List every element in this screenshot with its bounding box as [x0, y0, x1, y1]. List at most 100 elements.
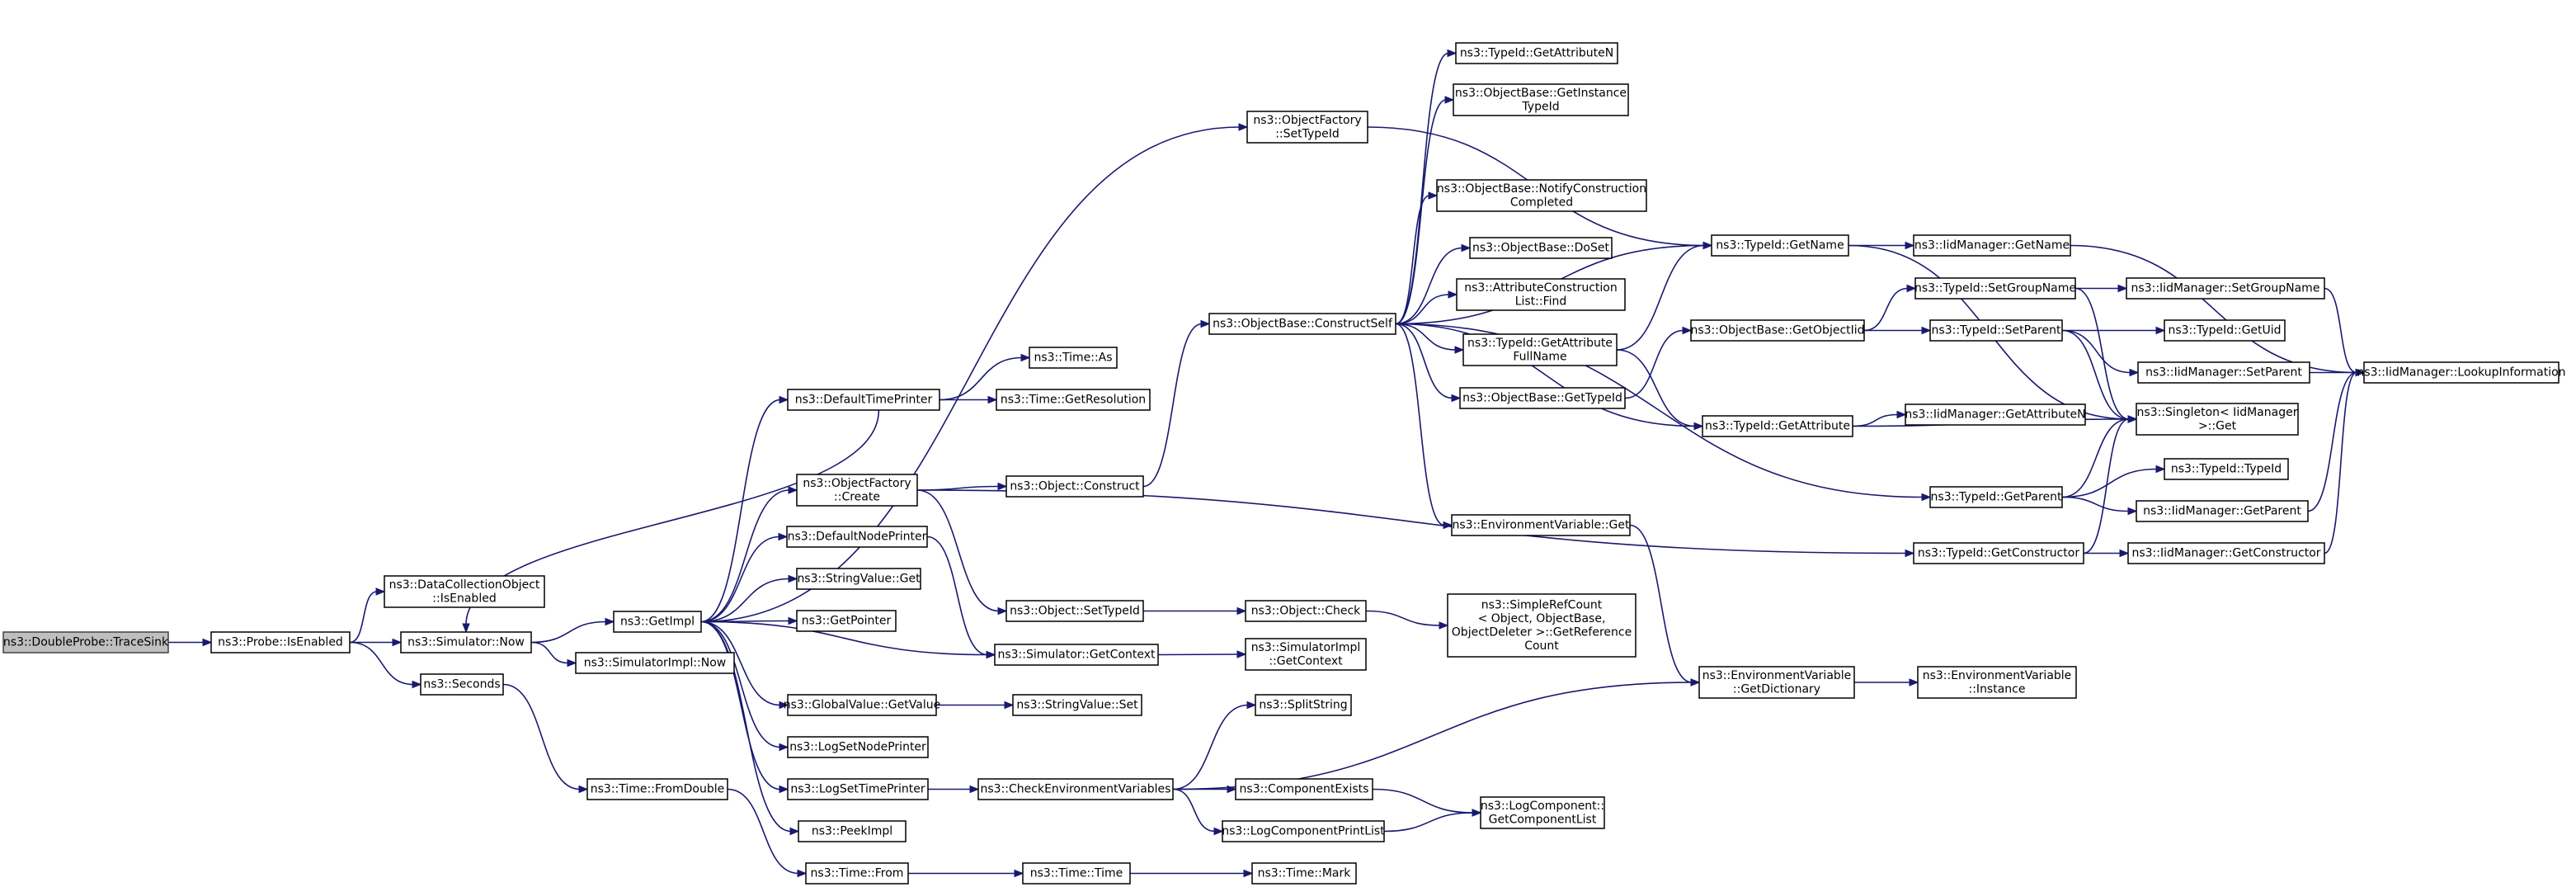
node-ns3-iidmanager-getconstructor[interactable]: ns3::IidManager::GetConstructor	[2127, 542, 2325, 564]
edge-n32-n43	[1383, 809, 1482, 833]
edge-n47-n54	[1854, 678, 1919, 686]
node-ns3-typeid-getparent[interactable]: ns3::TypeId::GetParent	[1929, 486, 2063, 508]
node-box	[2164, 458, 2289, 480]
node-label: ns3::EnvironmentVariable::Get	[1453, 519, 1630, 532]
node-ns3-environmentvariable-getdictionary[interactable]: ns3::EnvironmentVariable::GetDictionary	[1698, 666, 1855, 699]
node-ns3-iidmanager-lookupinformation[interactable]: ns3::IidManager::LookupInformation	[2357, 361, 2566, 384]
node-ns3-typeid-typeid[interactable]: ns3::TypeId::TypeId	[2164, 458, 2289, 480]
node-ns3-stringvalue-get[interactable]: ns3::StringValue::Get	[796, 568, 921, 590]
node-ns3-componentexists[interactable]: ns3::ComponentExists	[1235, 778, 1373, 800]
edge-arrowhead	[789, 827, 800, 836]
edge-arrowhead	[578, 785, 589, 794]
node-ns3-typeid-getattributen[interactable]: ns3::TypeId::GetAttributeN	[1455, 42, 1618, 64]
node-ns3-objectfactory-settypeid[interactable]: ns3::ObjectFactory::SetTypeId	[1246, 111, 1368, 144]
edge-n17-n25	[907, 869, 1024, 878]
node-label: ns3::TypeId::SetGroupName	[1914, 282, 2076, 295]
edge-line	[2070, 244, 2357, 374]
edge-arrowhead	[1906, 284, 1917, 293]
edge-line	[1395, 323, 1445, 526]
node-box	[1913, 234, 2071, 257]
node-ns3-logcomponentprintlist[interactable]: ns3::LogComponentPrintList	[1222, 820, 1385, 842]
node-ns3-logsettimeprinter[interactable]: ns3::LogSetTimePrinter	[787, 778, 929, 800]
node-ns3-typeid-setparent[interactable]: ns3::TypeId::SetParent	[1929, 319, 2063, 342]
edge-arrowhead	[2155, 465, 2166, 474]
node-ns3-time-fromdouble[interactable]: ns3::Time::FromDouble	[586, 778, 728, 800]
node-ns3-typeid-setgroupname[interactable]: ns3::TypeId::SetGroupName	[1914, 277, 2076, 300]
node-ns3-objectfactory-create[interactable]: ns3::ObjectFactory::Create	[796, 474, 918, 507]
node-ns3-environmentvariable-get[interactable]: ns3::EnvironmentVariable::Get	[1451, 514, 1631, 536]
edge-line	[2061, 496, 2130, 512]
node-ns3-object-check[interactable]: ns3::Object::Check	[1245, 600, 1367, 622]
node-label: ns3::TypeId::GetParent	[1931, 491, 2062, 504]
node-ns3-object-construct[interactable]: ns3::Object::Construct	[1005, 475, 1144, 498]
node-ns3-logsetnodeprinter[interactable]: ns3::LogSetNodePrinter	[787, 736, 929, 758]
node-ns3-globalvalue-getvalue[interactable]: ns3::GlobalValue::GetValue	[784, 694, 940, 716]
node-ns3-checkenvironmentvariables[interactable]: ns3::CheckEnvironmentVariables	[977, 778, 1174, 800]
node-ns3-iidmanager-getparent[interactable]: ns3::IidManager::GetParent	[2136, 500, 2309, 522]
node-ns3-probe-isenabled[interactable]: ns3::Probe::IsEnabled	[210, 631, 351, 653]
node-ns3-peekimpl[interactable]: ns3::PeekImpl	[798, 820, 907, 842]
node-ns3-simulatorimpl-getcontext[interactable]: ns3::SimulatorImpl::GetContext	[1245, 638, 1367, 671]
node-label: List::Find	[1515, 295, 1567, 308]
node-ns3-iidmanager-getname[interactable]: ns3::IidManager::GetName	[1913, 234, 2071, 257]
node-ns3-simulatorimpl-now[interactable]: ns3::SimulatorImpl::Now	[575, 652, 735, 674]
node-ns3-simplerefcount-object-objectbase-objectdeleter-getreference-count[interactable]: ns3::SimpleRefCount< Object, ObjectBase,…	[1447, 593, 1636, 658]
node-box	[1208, 313, 1396, 335]
edge-line	[1395, 195, 1430, 325]
node-ns3-stringvalue-set[interactable]: ns3::StringValue::Set	[1012, 694, 1142, 716]
node-ns3-defaulttimeprinter[interactable]: ns3::DefaultTimePrinter	[787, 389, 940, 411]
edge-arrowhead	[2117, 284, 2128, 293]
node-ns3-time-getresolution[interactable]: ns3::Time::GetResolution	[996, 389, 1151, 411]
node-ns3-typeid-getuid[interactable]: ns3::TypeId::GetUid	[2164, 319, 2286, 342]
edge-line	[2061, 468, 2158, 498]
edge-n1-n4	[349, 641, 422, 689]
node-box	[1690, 319, 1865, 342]
node-ns3-environmentvariable-instance[interactable]: ns3::EnvironmentVariable::Instance	[1917, 666, 2077, 699]
node-ns3-getpointer[interactable]: ns3::GetPointer	[796, 610, 897, 632]
node-ns3-typeid-getname[interactable]: ns3::TypeId::GetName	[1711, 234, 1849, 257]
edge-line	[1172, 788, 1216, 833]
node-label: ns3::DataCollectionObject	[389, 578, 540, 592]
node-ns3-objectbase-notifyconstruction-completed[interactable]: ns3::ObjectBase::NotifyConstructionCompl…	[1436, 179, 1647, 212]
node-ns3-time-time[interactable]: ns3::Time::Time	[1022, 862, 1131, 885]
node-ns3-iidmanager-setgroupname[interactable]: ns3::IidManager::SetGroupName	[2126, 277, 2325, 300]
node-ns3-datacollectionobject-isenabled[interactable]: ns3::DataCollectionObject::IsEnabled	[384, 575, 545, 608]
node-ns3-splitstring[interactable]: ns3::SplitString	[1255, 694, 1352, 716]
node-ns3-objectbase-doset[interactable]: ns3::ObjectBase::DoSet	[1469, 237, 1613, 259]
node-label: ::Instance	[1969, 682, 2026, 696]
node-ns3-seconds[interactable]: ns3::Seconds	[420, 673, 504, 696]
node-ns3-typeid-getattribute[interactable]: ns3::TypeId::GetAttribute	[1702, 415, 1853, 437]
edge-line	[916, 489, 1907, 554]
node-ns3-objectbase-gettypeid[interactable]: ns3::ObjectBase::GetTypeId	[1459, 387, 1626, 409]
node-ns3-time-from[interactable]: ns3::Time::From	[805, 862, 909, 885]
node-ns3-objectbase-constructself[interactable]: ns3::ObjectBase::ConstructSelf	[1208, 313, 1396, 335]
node-ns3-typeid-getconstructor[interactable]: ns3::TypeId::GetConstructor	[1913, 542, 2084, 564]
node-ns3-defaultnodeprinter[interactable]: ns3::DefaultNodePrinter	[786, 526, 928, 548]
edge-line	[700, 620, 988, 656]
node-ns3-time-mark[interactable]: ns3::Time::Mark	[1251, 862, 1357, 885]
node-ns3-iidmanager-getattributen[interactable]: ns3::IidManager::GetAttributeN	[1905, 403, 2086, 426]
node-ns3-object-settypeid[interactable]: ns3::Object::SetTypeId	[1005, 600, 1144, 622]
node-ns3-objectbase-getobjectiid[interactable]: ns3::ObjectBase::GetObjectIid	[1690, 319, 1865, 342]
node-ns3-simulator-now[interactable]: ns3::Simulator::Now	[400, 631, 532, 653]
node-ns3-logcomponent-getcomponentlist[interactable]: ns3::LogComponent::GetComponentList	[1480, 796, 1605, 829]
node-ns3-singleton-iidmanager-get[interactable]: ns3::Singleton< IidManager>::Get	[2136, 403, 2299, 436]
edge-arrowhead	[2129, 368, 2140, 377]
edge-n0-n1	[167, 638, 213, 647]
node-ns3-iidmanager-setparent[interactable]: ns3::IidManager::SetParent	[2137, 361, 2310, 384]
node-ns3-doubleprobe-tracesink[interactable]: ns3::DoubleProbe::TraceSink	[2, 631, 169, 653]
edge-line	[2324, 287, 2357, 374]
node-box	[1913, 542, 2084, 564]
node-ns3-getimpl[interactable]: ns3::GetImpl	[613, 611, 702, 633]
edge-line	[1395, 323, 1457, 351]
node-label: Count	[1524, 639, 1559, 653]
node-ns3-time-as[interactable]: ns3::Time::As	[1029, 347, 1118, 369]
node-label: ns3::SimpleRefCount	[1481, 598, 1603, 611]
node-box	[1469, 237, 1613, 259]
node-label: ns3::Object::Check	[1251, 605, 1361, 618]
node-label: ns3::GetImpl	[620, 616, 695, 629]
node-ns3-simulator-getcontext[interactable]: ns3::Simulator::GetContext	[994, 644, 1159, 666]
